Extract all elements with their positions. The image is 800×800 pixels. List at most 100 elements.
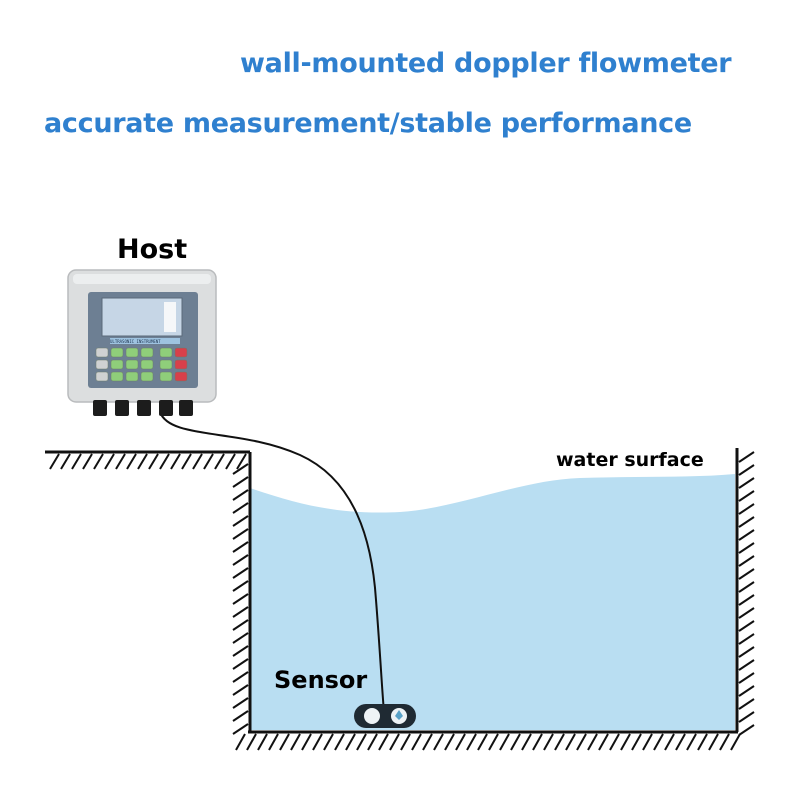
hatch-mark <box>367 733 378 751</box>
hatch-mark <box>236 453 247 470</box>
hatch-mark <box>334 733 345 751</box>
keypad-key <box>159 347 173 358</box>
hatch-mark <box>148 453 159 470</box>
hatch-mark <box>232 606 249 618</box>
keypad-key <box>125 371 139 382</box>
hatch-mark <box>104 453 115 470</box>
hatch-mark <box>232 502 249 514</box>
hatch-mark <box>232 580 249 592</box>
hatch-mark <box>411 733 422 751</box>
sensor-label: Sensor <box>274 666 368 694</box>
keypad-key <box>110 371 124 382</box>
hatch-mark <box>232 658 249 670</box>
keypad-key <box>95 359 109 370</box>
hatch-mark <box>738 477 755 489</box>
hatch-mark <box>378 733 389 751</box>
hatch-mark <box>738 685 755 697</box>
host-label: Host <box>117 234 188 265</box>
hatch-mark <box>631 733 642 751</box>
hatch-mark <box>488 733 499 751</box>
hatch-mark <box>232 710 249 722</box>
hatch-mark <box>738 555 755 567</box>
hatch-mark <box>738 724 755 736</box>
hatch-mark <box>246 733 257 751</box>
cable-gland <box>179 400 193 416</box>
hatch-mark <box>203 453 214 470</box>
keypad-key <box>159 359 173 370</box>
hatch-mark <box>730 733 741 751</box>
hatch-mark <box>323 733 334 751</box>
hatch-mark <box>232 645 249 657</box>
hatch-mark <box>738 451 755 463</box>
hatch-mark <box>312 733 323 751</box>
hatch-mark <box>232 671 249 683</box>
title-line-1: wall-mounted doppler flowmeter <box>240 48 732 79</box>
hatch-mark <box>290 733 301 751</box>
hatch-mark <box>192 453 203 470</box>
hatch-mark <box>356 733 367 751</box>
keypad-key <box>125 347 139 358</box>
hatch-mark <box>738 503 755 515</box>
keypad-key <box>174 347 188 358</box>
hatch-mark <box>543 733 554 751</box>
hatch-mark <box>232 567 249 579</box>
hatch-mark <box>738 542 755 554</box>
hatch-mark <box>738 646 755 658</box>
hatch-mark <box>444 733 455 751</box>
hatch-mark <box>708 733 719 751</box>
hatch-mark <box>738 633 755 645</box>
hatch-mark <box>738 607 755 619</box>
hatch-mark <box>609 733 620 751</box>
hatch-mark <box>738 620 755 632</box>
hatch-mark <box>400 733 411 751</box>
hatch-mark <box>232 684 249 696</box>
hatch-mark <box>738 711 755 723</box>
cable-gland <box>93 400 107 416</box>
keypad-key <box>140 359 154 370</box>
hatch-mark <box>554 733 565 751</box>
hatch-mark <box>71 453 82 470</box>
hatch-mark <box>232 528 249 540</box>
hatch-mark <box>466 733 477 751</box>
hatch-mark <box>576 733 587 751</box>
keypad-key <box>174 371 188 382</box>
title-line-2: accurate measurement/stable performance <box>44 108 692 139</box>
hatch-mark <box>60 453 71 470</box>
ground-hatch-icon <box>49 451 755 751</box>
hatch-mark <box>598 733 609 751</box>
hatch-mark <box>738 464 755 476</box>
hatch-mark <box>232 515 249 527</box>
hatch-mark <box>587 733 598 751</box>
keypad-key <box>125 359 139 370</box>
hatch-mark <box>257 733 268 751</box>
hatch-mark <box>159 453 170 470</box>
hatch-mark <box>686 733 697 751</box>
hatch-mark <box>499 733 510 751</box>
hatch-mark <box>214 453 225 470</box>
hatch-mark <box>738 594 755 606</box>
hatch-mark <box>232 463 249 475</box>
hatch-mark <box>738 581 755 593</box>
keypad-key <box>110 359 124 370</box>
hatch-mark <box>738 490 755 502</box>
cable-gland <box>115 400 129 416</box>
hatch-mark <box>232 476 249 488</box>
keypad-key <box>95 347 109 358</box>
host-device <box>67 269 217 416</box>
hatch-mark <box>697 733 708 751</box>
device-keypad <box>95 347 188 382</box>
hatch-mark <box>532 733 543 751</box>
hatch-mark <box>521 733 532 751</box>
device-panel-strip <box>110 338 180 344</box>
hatch-mark <box>232 489 249 501</box>
hatch-mark <box>738 516 755 528</box>
hatch-mark <box>565 733 576 751</box>
hatch-mark <box>232 619 249 631</box>
keypad-key <box>174 359 188 370</box>
hatch-mark <box>620 733 631 751</box>
hatch-mark <box>126 453 137 470</box>
keypad-key <box>110 347 124 358</box>
hatch-mark <box>235 733 246 751</box>
hatch-mark <box>279 733 290 751</box>
keypad-key <box>140 371 154 382</box>
